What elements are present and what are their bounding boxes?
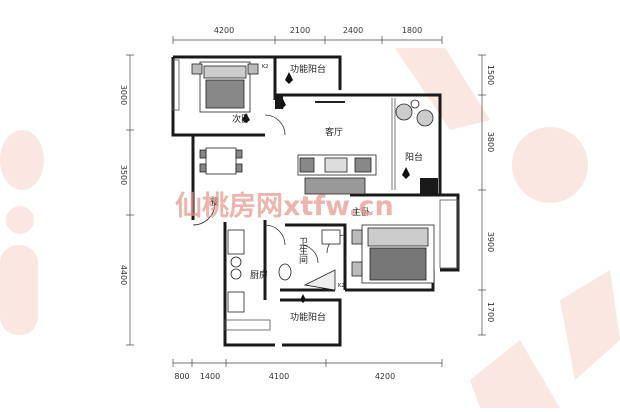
dim-top-3: 2400 [343,26,363,35]
dim-top-4: 1800 [402,26,422,35]
dim-top-1: 4200 [214,26,234,35]
dim-left-1: 3000 [119,85,128,105]
dim-right-4: 1700 [486,302,495,322]
master-bed [351,224,435,284]
dim-top-2: 2100 [290,26,310,35]
room-master-bedroom: 主卧 [352,206,370,218]
room-kitchen: 厨房 [250,269,268,281]
living-sofa [297,101,377,195]
dim-right-1: 1500 [486,65,495,85]
room-functional-balcony-top: 功能阳台 [290,63,326,75]
kitchen-fixtures [227,229,245,313]
dim-bottom-1: 800 [174,372,189,381]
room-balcony: 阳台 [405,151,423,163]
room-functional-balcony-bottom: 功能阳台 [290,311,326,323]
doors [192,114,346,264]
dim-bottom-2: 1400 [200,372,220,381]
columns [275,95,438,195]
bathroom-fixtures [278,229,341,291]
ac-label-2: K2 [338,283,344,289]
dim-bottom-3: 4100 [269,372,289,381]
dim-bottom-4: 4200 [375,372,395,381]
dining-table [199,147,243,175]
room-living-room: 客厅 [325,126,343,138]
secondary-bed [191,61,259,113]
dim-left-2: 3500 [119,165,128,185]
room-dining: 餐 [210,196,219,208]
plant-icons [242,72,410,303]
background-decoration [0,48,620,408]
room-secondary-bedroom: 次卧 [232,113,250,125]
window-lines [172,59,459,331]
dim-right-2: 3800 [486,132,495,152]
balcony-chairs [395,99,434,127]
ac-label-1: K2 [262,64,268,70]
dim-right-3: 3900 [486,232,495,252]
dimension-lines [126,36,486,367]
room-bathroom: 卫生间 [297,237,308,265]
dim-left-3: 4400 [119,265,128,285]
watermark: 仙桃房网xtfw.cn [175,191,394,222]
